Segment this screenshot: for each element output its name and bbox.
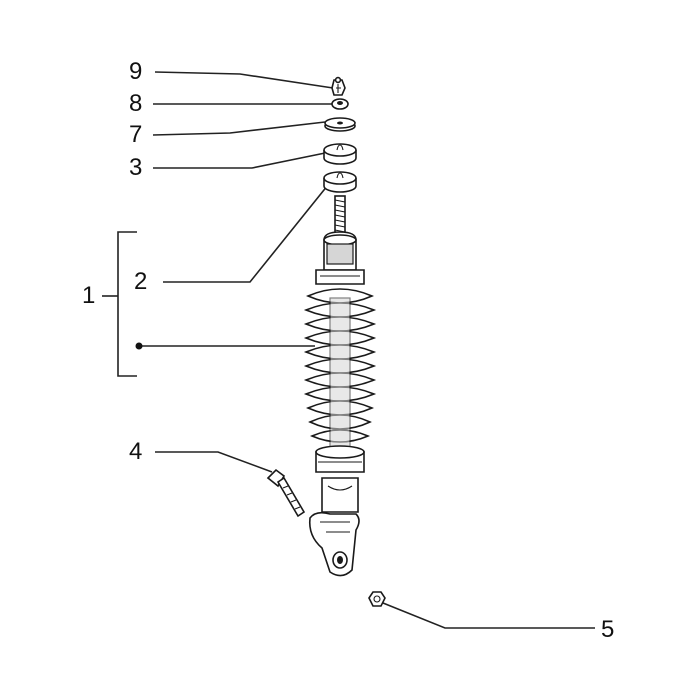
callout-label-5: 5	[601, 616, 615, 643]
callout-label-7: 7	[129, 121, 143, 148]
callout-label-4: 4	[129, 438, 143, 465]
leader-dot-1	[135, 342, 143, 350]
bolt-icon	[266, 468, 306, 518]
nut-icon	[368, 591, 386, 607]
flat-washer-icon	[324, 117, 356, 132]
nut-icon	[331, 76, 346, 96]
leader-line-3	[153, 151, 331, 169]
leader-line-2	[163, 179, 333, 283]
rubber-bushing-icon	[323, 171, 357, 193]
leader-line-7	[152, 121, 326, 136]
callout-label-9: 9	[129, 58, 143, 85]
callout-label-1: 1	[82, 282, 96, 309]
washer-icon	[331, 98, 349, 110]
leader-line-4	[155, 451, 273, 473]
rubber-bushing-icon	[323, 143, 357, 165]
leader-lines	[102, 71, 595, 629]
spring-icon	[303, 288, 377, 449]
shock-absorber-icon	[303, 195, 377, 577]
callout-label-2: 2	[134, 268, 148, 295]
callout-label-3: 3	[129, 154, 143, 181]
callout-label-8: 8	[129, 90, 143, 117]
leader-line-5	[382, 602, 595, 629]
leader-line-9	[154, 71, 334, 89]
group-bracket-1	[117, 231, 137, 377]
